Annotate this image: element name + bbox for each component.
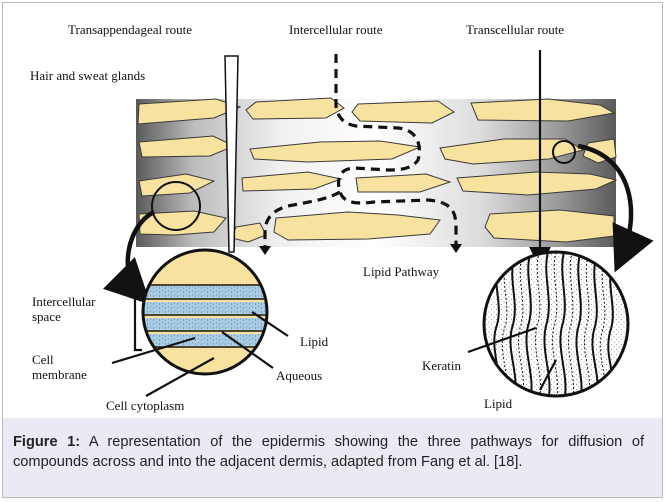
epidermis-diagram: Transappendageal route Intercellular rou… (8, 6, 659, 418)
intercellular-space-bracket (135, 284, 142, 350)
intercellular-arrowhead-right (450, 244, 462, 253)
caption-text: A representation of the epidermis showin… (13, 434, 644, 470)
lipid-right-label: Lipid (484, 396, 513, 411)
caption-prefix: Figure 1: (13, 434, 80, 450)
cell-membrane-label-line2: membrane (32, 367, 87, 382)
intercellular-space-label-line2: space (32, 309, 61, 324)
intercellular-arrowhead-left (259, 246, 271, 255)
lipid-pathway-label: Lipid Pathway (363, 264, 440, 279)
aqueous-label: Aqueous (276, 368, 322, 383)
cell-membrane-label-line1: Cell (32, 352, 54, 367)
transcellular-route-label: Transcellular route (466, 22, 564, 37)
intercellular-space-label-line1: Intercellular (32, 294, 96, 309)
keratin-lipid-inset (478, 246, 638, 406)
hair-sweat-glands-label: Hair and sweat glands (30, 68, 145, 83)
figure-caption: Figure 1: A representation of the epider… (3, 418, 662, 497)
cell-cytoplasm-label: Cell cytoplasm (106, 398, 184, 413)
lipid-left-label: Lipid (300, 334, 329, 349)
keratin-label: Keratin (422, 358, 461, 373)
intercellular-route-label: Intercellular route (289, 22, 383, 37)
transappendageal-route-label: Transappendageal route (68, 22, 192, 37)
